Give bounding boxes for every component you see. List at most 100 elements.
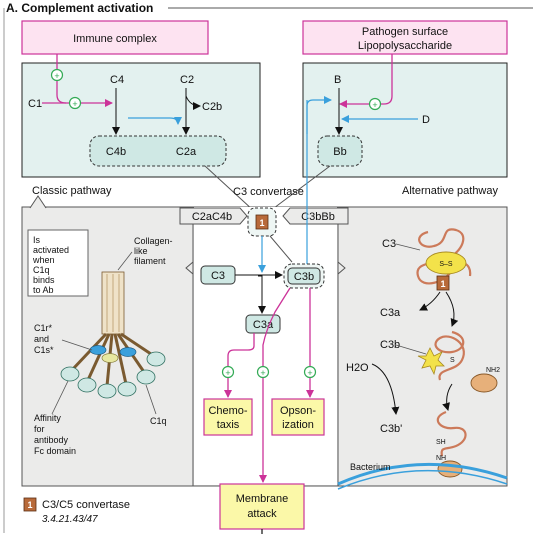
callout-line4: C1q [33,265,50,275]
opsonization-label-line1: Opson- [280,405,316,417]
c4-label: C4 [110,74,124,86]
alt-to-convertase-line [269,165,331,212]
plus-icon-classic-mid-sign: + [72,99,77,109]
bb-complex [317,135,363,167]
plus-icon-classic-mid [68,96,82,110]
c1q-pointer [145,384,157,415]
affinity-label-line3: antibody [34,435,69,445]
plus-icon-alt [368,97,382,111]
pathogen-surface-label: Pathogen surface [362,26,448,38]
affinity-label-line1: Affinity [34,413,61,423]
c1-label: C1 [28,98,42,110]
c3-convertase-label: C3 convertase [233,186,304,198]
nh-label: NH [436,455,446,462]
affinity-pointer [51,380,69,415]
callout-line6: to Ab [33,285,54,295]
plus-icon-chemotaxis [221,365,235,379]
callout-line5: binds [33,275,55,285]
legend-enzyme-number: 1 [27,500,32,510]
c1r-label-line3: C1s* [34,345,54,355]
c3b-box [287,267,321,285]
callout-line1: Is [33,235,41,245]
c3b-prime-label: C3b' [380,423,402,435]
right-c3-pointer [395,243,421,251]
c3-detail-panel [337,206,508,487]
c2a-label: C2a [176,146,197,158]
classic-pathway-label: Classic pathway [32,185,112,197]
svg-text:S–S: S–S [439,261,453,268]
convertase-enzyme-number: 1 [259,218,264,228]
c4b-label: C4b [106,146,126,158]
c2b-label: C2b [202,101,222,113]
right-c3b-label: C3b [380,339,400,351]
callout-line2: activated [33,245,69,255]
opsonization-label-line2: ization [282,419,314,431]
lipopolysaccharide-label: Lipopolysaccharide [358,40,452,52]
plus-icon-alt-sign: + [372,100,377,110]
affinity-label-line4: Fc domain [34,446,76,456]
plus-icon-membrane [256,365,270,379]
chemotaxis-label-line1: Chemo- [208,405,247,417]
c1q-label: C1q [150,416,167,426]
d-label: D [422,114,430,126]
plus-icon-chemotaxis-sign: + [225,368,230,378]
c2b-release-arrow [185,95,201,110]
c1r-label-line1: C1r* [34,323,53,333]
legend-enzyme-badge [23,497,37,512]
bacterium-membrane-outer [337,462,508,486]
c1q-illustration [60,271,166,399]
plus-icon-membrane-sign: + [260,368,265,378]
c2ac4b-label: C2aC4b [192,211,232,223]
right-c3-label: C3 [382,238,396,250]
c3-label: C3 [211,270,225,282]
plus-icon-opsonization [303,365,317,379]
chemotaxis-box [203,398,253,436]
c3-molecule-illustration: S–S [416,228,472,285]
amine-molecule [470,373,498,393]
nh2-label: NH2 [486,367,500,374]
c1r-pointer [61,339,93,351]
c4b-c2a-complex [89,135,227,167]
bb-label: Bb [333,146,346,158]
center-area [194,207,337,485]
collagen-label-line1: Collagen- [134,236,173,246]
classic-to-convertase-line [204,165,255,212]
right-enzyme-badge [436,275,450,291]
svg-text:S: S [450,357,455,364]
c3b-label: C3b [294,271,314,283]
right-c3b-arrow [445,291,459,327]
plus-icon-classic-top-sign: + [54,71,59,81]
section-title: A. Complement activation [6,1,153,15]
thioester-attack-arrow [442,383,453,411]
c3b-to-membrane-line [259,287,291,483]
h2o-label: H2O [346,362,369,374]
callout-line3: when [32,255,55,265]
left-panel-pointer [185,260,194,276]
alternative-pathway-label: Alternative pathway [402,185,498,197]
c3bbb-label: C3bBb [301,211,335,223]
bacterium-membrane-inner [337,469,508,490]
convertase-enzyme-badge [255,214,269,230]
right-c3a-arrow [419,291,441,311]
classic-convertase-tag [179,207,248,225]
membrane-attack-box [219,483,305,530]
convertase-to-c3b-connector [269,235,293,263]
chemotaxis-label-line2: taxis [217,419,240,431]
immune-complex-label: Immune complex [73,33,157,45]
c4b-c2a-binding-arrow [128,116,182,125]
c2-label: C2 [180,74,194,86]
collagen-pointer [117,251,133,271]
sh-label: SH [436,439,446,446]
membrane-attack-label-line1: Membrane [236,493,289,505]
bacterium-label: Bacterium [350,462,391,472]
c3b-molecule-illustration: S [417,330,465,381]
membrane-attack-label-line2: attack [247,508,277,520]
plus-icon-opsonization-sign: + [307,368,312,378]
right-c3a-label: C3a [380,307,401,319]
c1r-label-line2: and [34,334,49,344]
legend-enzyme-name: C3/C5 convertase [42,499,130,511]
b-label: B [334,74,341,86]
pathogen-surface-box [302,20,508,55]
opsonization-box [271,398,325,436]
